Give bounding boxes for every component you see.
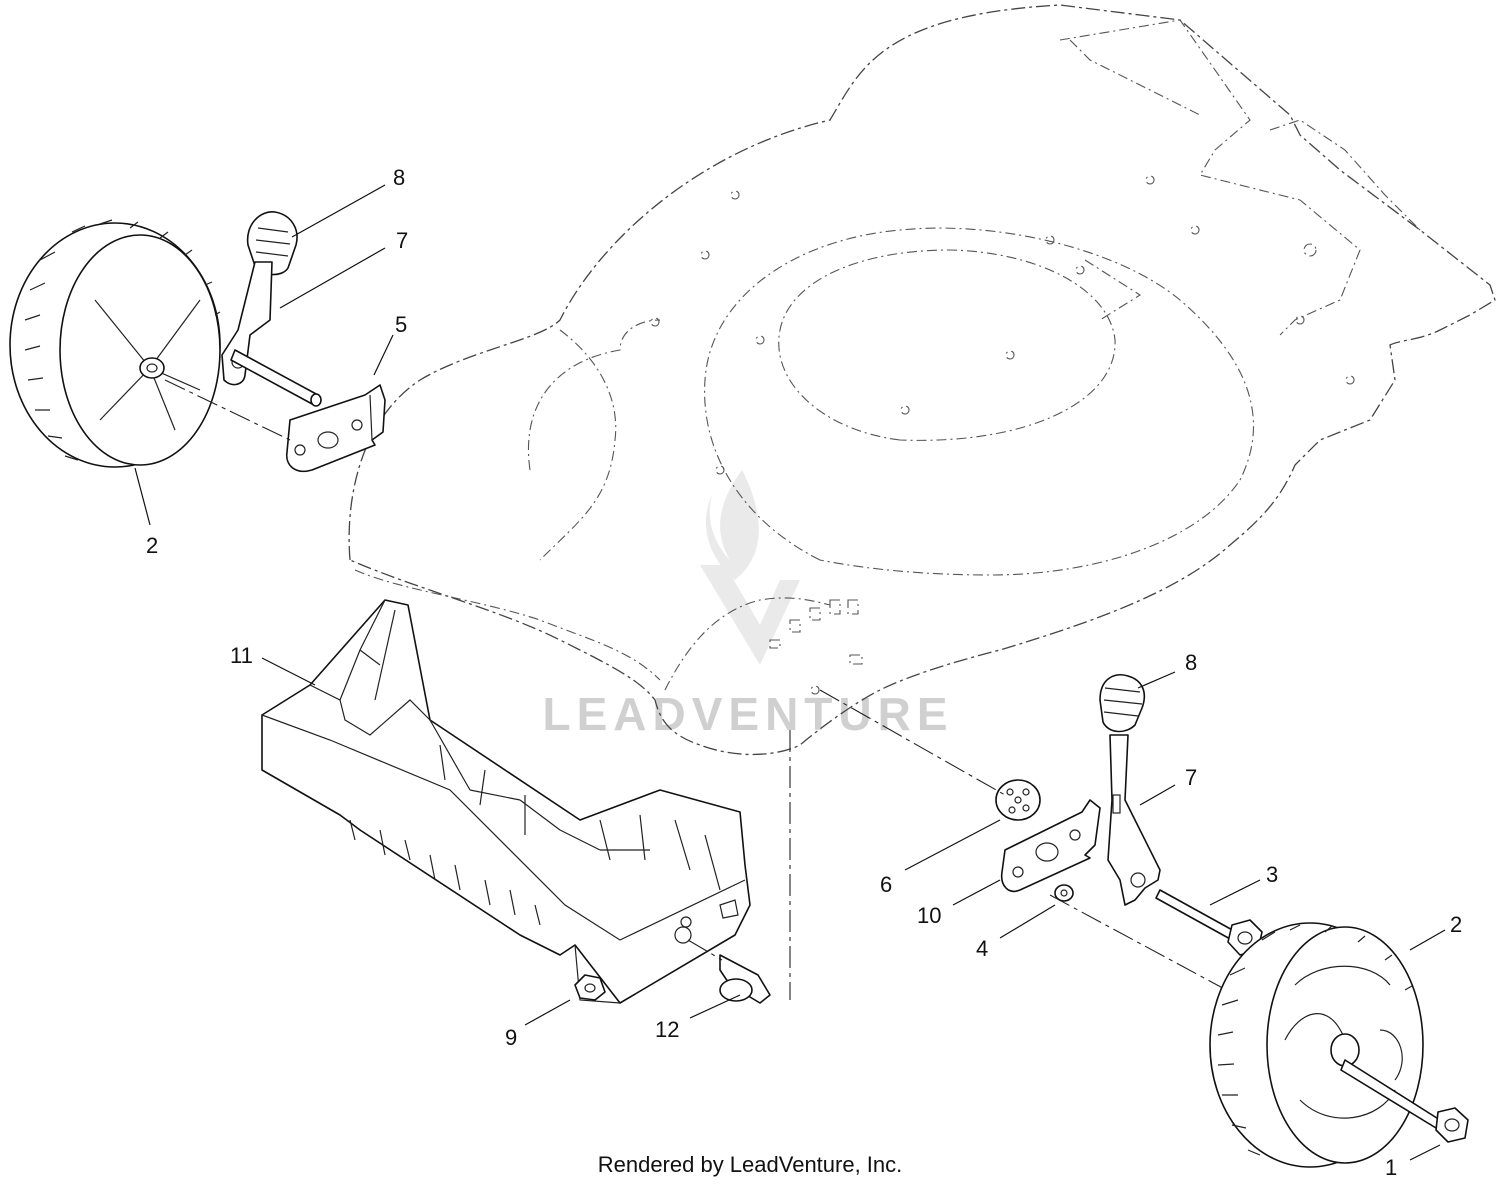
bolt-3 [1155,889,1263,956]
tab-8-left [246,211,298,276]
callout-8-right: 8 [1185,650,1197,675]
callout-8-left: 8 [393,165,405,190]
callout-9: 9 [505,1025,517,1050]
callout-2-left: 2 [146,533,158,558]
axle-line-right-b [1049,894,1246,1001]
footer-credit: Rendered by LeadVenture, Inc. [597,1152,903,1177]
callout-1: 1 [1385,1155,1397,1180]
callout-2-right: 2 [1450,912,1462,937]
callout-11: 11 [230,643,253,668]
bracket-7-left [221,261,322,407]
rear-wheel-left [9,219,221,468]
callout-7-right: 7 [1185,765,1197,790]
spacer-6 [995,779,1041,821]
washer-4 [1054,884,1074,902]
axle-line-left [164,379,291,441]
axis-12 [687,939,723,961]
leader-lines [134,184,1446,1161]
front-wheel-right [1209,922,1424,1168]
tab-8-right [1099,674,1146,733]
bolt-1 [1340,1059,1469,1143]
callout-4: 4 [976,936,988,961]
plate-5-left [286,384,386,472]
plate-10-right [1000,799,1101,892]
bracket-7-right [1107,734,1161,906]
callout-3: 3 [1266,862,1278,887]
watermark-logo [700,470,800,665]
callout-7-left: 7 [396,228,408,253]
skid-11 [261,599,751,1004]
mower-deck-outline [348,4,1496,756]
callout-12: 12 [655,1017,679,1042]
callout-5: 5 [395,312,407,337]
watermark-text: LEADVENTURE [542,688,953,740]
callout-10: 10 [917,903,941,928]
nut-9 [574,974,606,1001]
callout-6: 6 [880,872,892,897]
spacer-12 [719,954,771,1004]
